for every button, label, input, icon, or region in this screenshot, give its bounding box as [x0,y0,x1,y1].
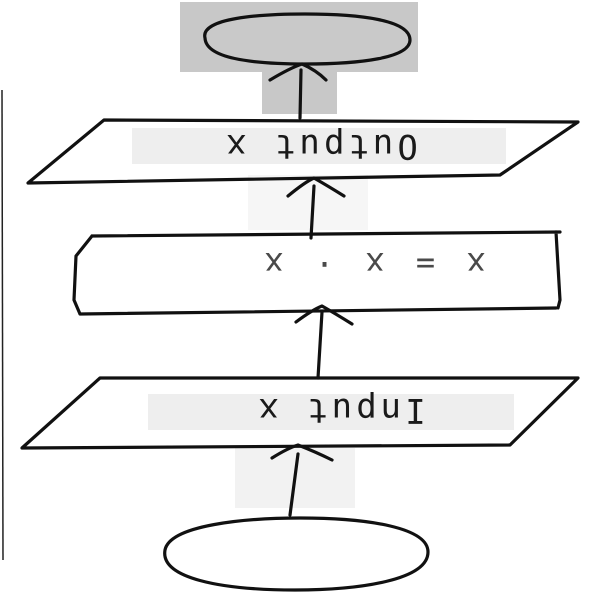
upper-arrow-highlight [248,175,368,230]
end-oval [203,12,412,66]
start-oval [163,516,430,592]
arrow-input-to-process-head [294,304,354,326]
process-label: x = x · x [258,245,485,283]
left-page-edge [1,89,4,561]
output-label-highlight [132,128,506,164]
arrow-start-to-input-head [270,443,334,462]
input-parallelogram [20,376,580,450]
input-label: Input x [254,390,425,430]
process-rectangle [72,230,562,316]
arrow-output-to-end-shaft [298,68,303,120]
arrow-input-to-process-shaft [316,310,324,380]
arrow-process-to-output-shaft [309,184,316,240]
arrow-start-to-input-shaft [288,452,300,517]
arrow-output-to-end-head [268,62,328,82]
input-label-highlight [148,394,514,430]
output-label: Output x [222,126,418,166]
arrow-process-to-output-head [286,176,346,198]
output-parallelogram [26,118,580,185]
